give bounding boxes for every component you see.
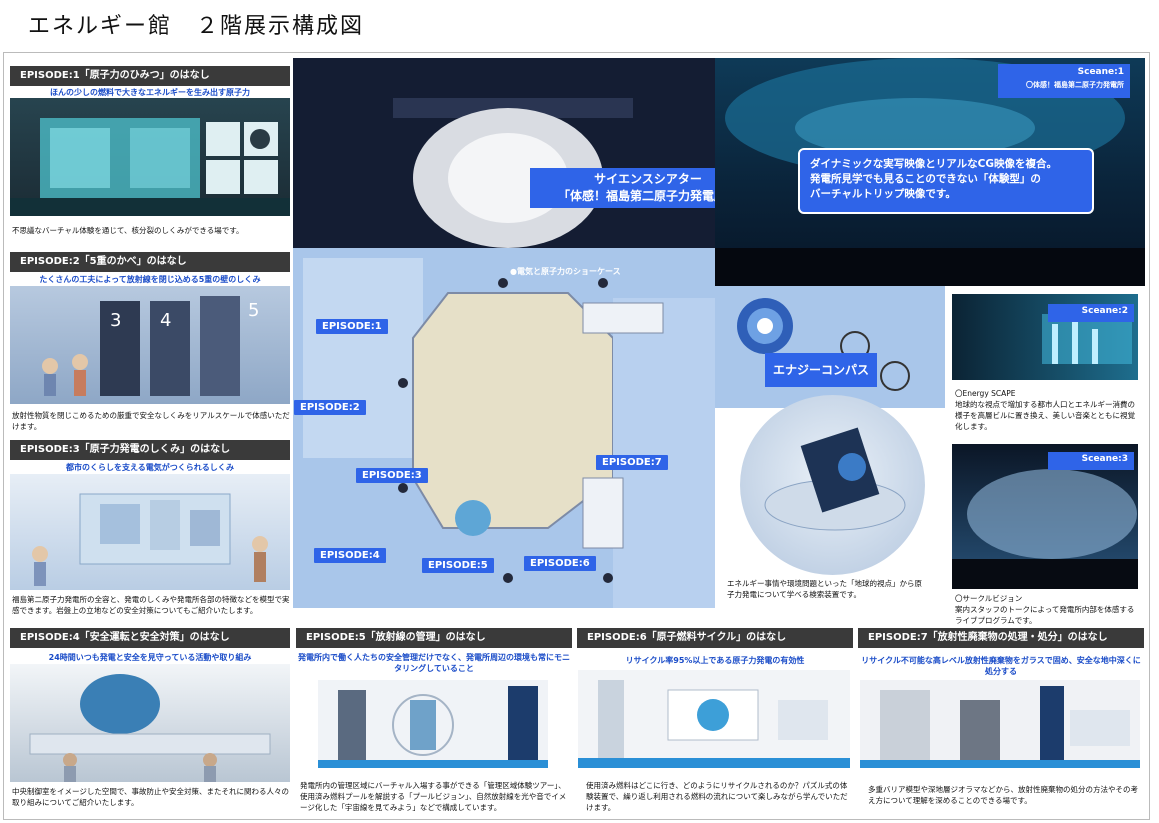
floor-map [293, 58, 715, 608]
episode-1-desc: 不思議なバーチャル体験を通じて、核分裂のしくみができる場です。 [12, 226, 244, 235]
map-episode-7: EPISODE:7 [596, 455, 668, 470]
showcase-label: ●電気と原子力のショーケース [510, 267, 621, 276]
map-episode-2: EPISODE:2 [294, 400, 366, 415]
episode-4-desc: 中央制御室をイメージした空間で、事故防止や安全対策、またそれに関わる人々の取り組… [12, 787, 290, 807]
episode-2-subtitle: たくさんの工夫によって放射線を閉じ込める5重の壁のしくみ [39, 275, 261, 284]
episode-6-image [578, 670, 850, 768]
scene-1-tag: Sceane:1 〇体感！福島第二原子力発電所 [998, 64, 1130, 98]
theater-desc: ダイナミックな実写映像とリアルなCG映像を複合。 発電所見学でも見ることのできな… [798, 148, 1094, 214]
page-title: エネルギー館 ２階展示構成図 [28, 14, 365, 39]
episode-5-header: EPISODE:5「放射線の管理」のはなし [296, 628, 572, 648]
episode-4-header: EPISODE:4「安全運転と安全対策」のはなし [10, 628, 290, 648]
scene-1-title: Sceane:1 [1077, 67, 1124, 77]
episode-7-image [860, 680, 1140, 768]
episode-1-subtitle: ほんの少しの燃料で大きなエネルギーを生み出す原子力 [50, 88, 250, 97]
episode-1-image [10, 98, 290, 216]
episode-6-desc: 使用済み燃料はどこに行き、どのようにリサイクルされるのか？パズル式の体験装置で、… [586, 781, 848, 812]
svg-text:3: 3 [110, 310, 121, 331]
episode-7-header: EPISODE:7「放射性廃棄物の処理・処分」のはなし [858, 628, 1144, 648]
compass-area [715, 286, 945, 408]
episode-2-header: EPISODE:2「5重のかべ」のはなし [10, 252, 290, 272]
map-episode-4: EPISODE:4 [314, 548, 386, 563]
map-episode-6: EPISODE:6 [524, 556, 596, 571]
map-episode-5: EPISODE:5 [422, 558, 494, 573]
map-episode-3: EPISODE:3 [356, 468, 428, 483]
episode-4-subtitle: 24時間いつも発電と安全を見守っている活動や取り組み [48, 653, 252, 662]
episode-2-image: 3 4 5 [10, 286, 290, 404]
episode-3-image [10, 474, 290, 590]
episode-5-image [318, 680, 548, 768]
energy-compass-image [740, 395, 925, 575]
map-episode-1: EPISODE:1 [316, 319, 388, 334]
episode-6-header: EPISODE:6「原子燃料サイクル」のはなし [577, 628, 853, 648]
episode-7-desc: 多重バリア模型や深地層ジオラマなどから、放射性廃棄物の処分の方法やその考え方につ… [868, 785, 1138, 805]
svg-text:4: 4 [160, 310, 171, 331]
episode-3-header: EPISODE:3「原子力発電のしくみ」のはなし [10, 440, 290, 460]
scene-3-tag: Sceane:3 [1048, 452, 1134, 470]
episode-5-subtitle: 発電所内で働く人たちの安全管理だけでなく、発電所周辺の環境も常にモニタリングして… [298, 653, 570, 673]
episode-4-image [10, 664, 290, 782]
svg-text:5: 5 [248, 300, 259, 321]
episode-3-desc: 福島第二原子力発電所の全容と、発電のしくみや発電所各部の特徴などを模型で実感でき… [12, 595, 290, 615]
compass-desc: エネルギー事情や環境問題といった「地球的視点」から原子力発電について学べる検索装… [727, 579, 922, 599]
scene-2-desc: 〇Energy SCAPE 地球的な視点で増加する都市人口とエネルギー消費の様子… [955, 389, 1135, 431]
episode-6-subtitle: リサイクル率95%以上である原子力発電の有効性 [625, 656, 805, 665]
scene-2-tag: Sceane:2 [1048, 304, 1134, 322]
episode-3-subtitle: 都市のくらしを支える電気がつくられるしくみ [65, 463, 235, 472]
energy-compass-label: エナジーコンパス [765, 353, 877, 387]
episode-1-header: EPISODE:1「原子力のひみつ」のはなし [10, 66, 290, 86]
episode-2-desc: 放射性物質を閉じこめるための厳重で安全なしくみをリアルスケールで体感いただけます… [12, 411, 290, 431]
episode-5-desc: 発電所内の管理区域にバーチャル入場する事ができる「管理区域体験ツアー」、使用済み… [300, 781, 567, 812]
science-theater-label: サイエンスシアター 「体感！福島第二原子力発電所」 [530, 168, 766, 208]
scene-3-desc: 〇サークルビジョン 案内スタッフのトークによって発電所内部を体感するライブプログ… [955, 594, 1135, 625]
episode-7-subtitle: リサイクル不可能な高レベル放射性廃棄物をガラスで固め、安全な地中深くに処分する [861, 656, 1141, 676]
scene-1-sub: 〇体感！福島第二原子力発電所 [1026, 81, 1124, 89]
